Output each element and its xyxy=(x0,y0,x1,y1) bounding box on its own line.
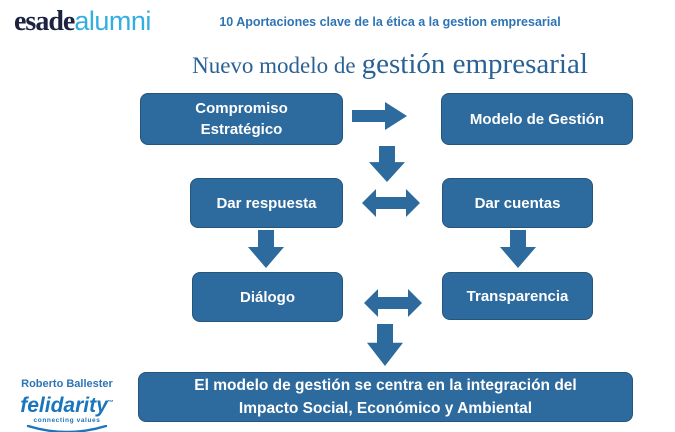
slide-subtitle: 10 Aportaciones clave de la ética a la g… xyxy=(219,15,561,29)
arrow-left-right-icon xyxy=(363,288,423,318)
box-conclusion: El modelo de gestión se centra en la int… xyxy=(138,372,633,422)
felidarity-logo: felidarity™ xyxy=(8,392,126,417)
smile-arc-icon xyxy=(26,425,108,432)
logo-esade-text: esade xyxy=(14,6,75,37)
arrow-down-icon xyxy=(367,324,403,366)
box-dar-respuesta: Dar respuesta xyxy=(190,178,343,228)
box-dar-cuentas: Dar cuentas xyxy=(442,178,593,228)
title-prefix: Nuevo modelo de xyxy=(192,53,356,78)
box-label: Dar respuesta xyxy=(216,194,317,212)
box-dialogo: Diálogo xyxy=(192,272,343,322)
box-label: Diálogo xyxy=(240,288,295,306)
box-label: Dar cuentas xyxy=(474,194,561,212)
felidarity-wordmark: felidarity xyxy=(20,394,108,417)
arrow-down-icon xyxy=(500,230,536,268)
arrow-down-icon xyxy=(248,230,284,268)
trademark-icon: ™ xyxy=(107,400,114,406)
conclusion-line: El modelo de gestión se centra en la int… xyxy=(194,377,577,394)
box-compromiso-estrategico: Compromiso Estratégico xyxy=(140,93,343,145)
esade-alumni-logo: esadealumni xyxy=(14,6,151,38)
author-name: Roberto Ballester xyxy=(21,378,113,390)
box-modelo-de-gestion: Modelo de Gestión xyxy=(441,93,633,145)
logo-alumni-text: alumni xyxy=(74,6,151,36)
box-label-line: Compromiso xyxy=(195,100,288,117)
box-label-line: Estratégico xyxy=(200,121,283,138)
box-label: Transparencia xyxy=(466,287,569,305)
brand-tagline: connecting values xyxy=(33,417,101,424)
footer-brand-block: Roberto Ballester felidarity™ connecting… xyxy=(8,378,126,432)
arrow-left-right-icon xyxy=(361,188,421,218)
box-transparencia: Transparencia xyxy=(442,272,593,320)
arrow-down-icon xyxy=(369,146,405,182)
title-emphasis: gestión empresarial xyxy=(361,48,588,80)
arrow-right-icon xyxy=(352,101,408,131)
box-label: Modelo de Gestión xyxy=(469,110,605,128)
conclusion-line: Impacto Social, Económico y Ambiental xyxy=(238,400,533,417)
